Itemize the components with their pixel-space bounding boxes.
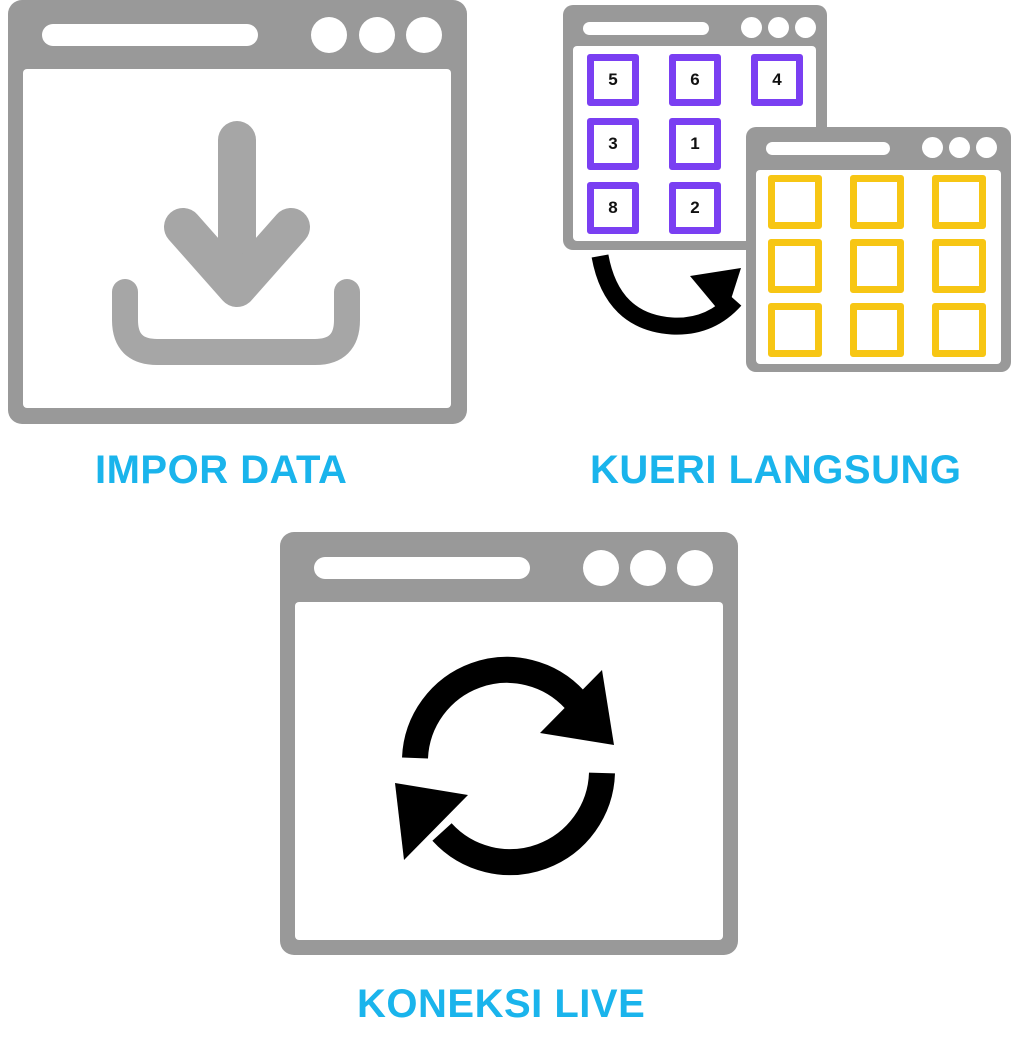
target-cell (850, 175, 904, 229)
source-cell: 3 (587, 118, 639, 170)
live-label: KONEKSI LIVE (357, 982, 646, 1026)
target-cell (768, 239, 822, 293)
window-button (406, 17, 442, 53)
window-button (795, 17, 816, 38)
address-bar (42, 24, 258, 46)
window-button (630, 550, 666, 586)
source-cell: 8 (587, 182, 639, 234)
window-button (768, 17, 789, 38)
target-cell (932, 175, 986, 229)
download-icon (112, 121, 360, 365)
source-window: 5 6 4 3 1 8 2 (563, 5, 827, 250)
target-cell (768, 175, 822, 229)
source-cell: 6 (669, 54, 721, 106)
window-button (583, 550, 619, 586)
window-button (741, 17, 762, 38)
source-cell: 1 (669, 118, 721, 170)
window-content (756, 170, 1001, 364)
source-cell: 5 (587, 54, 639, 106)
target-cell (768, 303, 822, 357)
address-bar (314, 557, 530, 579)
window-button (677, 550, 713, 586)
source-cell: 2 (669, 182, 721, 234)
target-cell (932, 303, 986, 357)
address-bar (583, 22, 709, 35)
window-button (311, 17, 347, 53)
address-bar (766, 142, 890, 155)
window-button (949, 137, 970, 158)
source-cell: 4 (751, 54, 803, 106)
target-cell (932, 239, 986, 293)
transfer-arrow-icon (591, 254, 742, 335)
import-label: IMPOR DATA (95, 448, 348, 492)
target-cell (850, 303, 904, 357)
direct-query-label: KUERI LANGSUNG (590, 448, 962, 492)
window-button (359, 17, 395, 53)
target-window (746, 127, 1011, 372)
window-button (976, 137, 997, 158)
window-button (922, 137, 943, 158)
target-cell (850, 239, 904, 293)
